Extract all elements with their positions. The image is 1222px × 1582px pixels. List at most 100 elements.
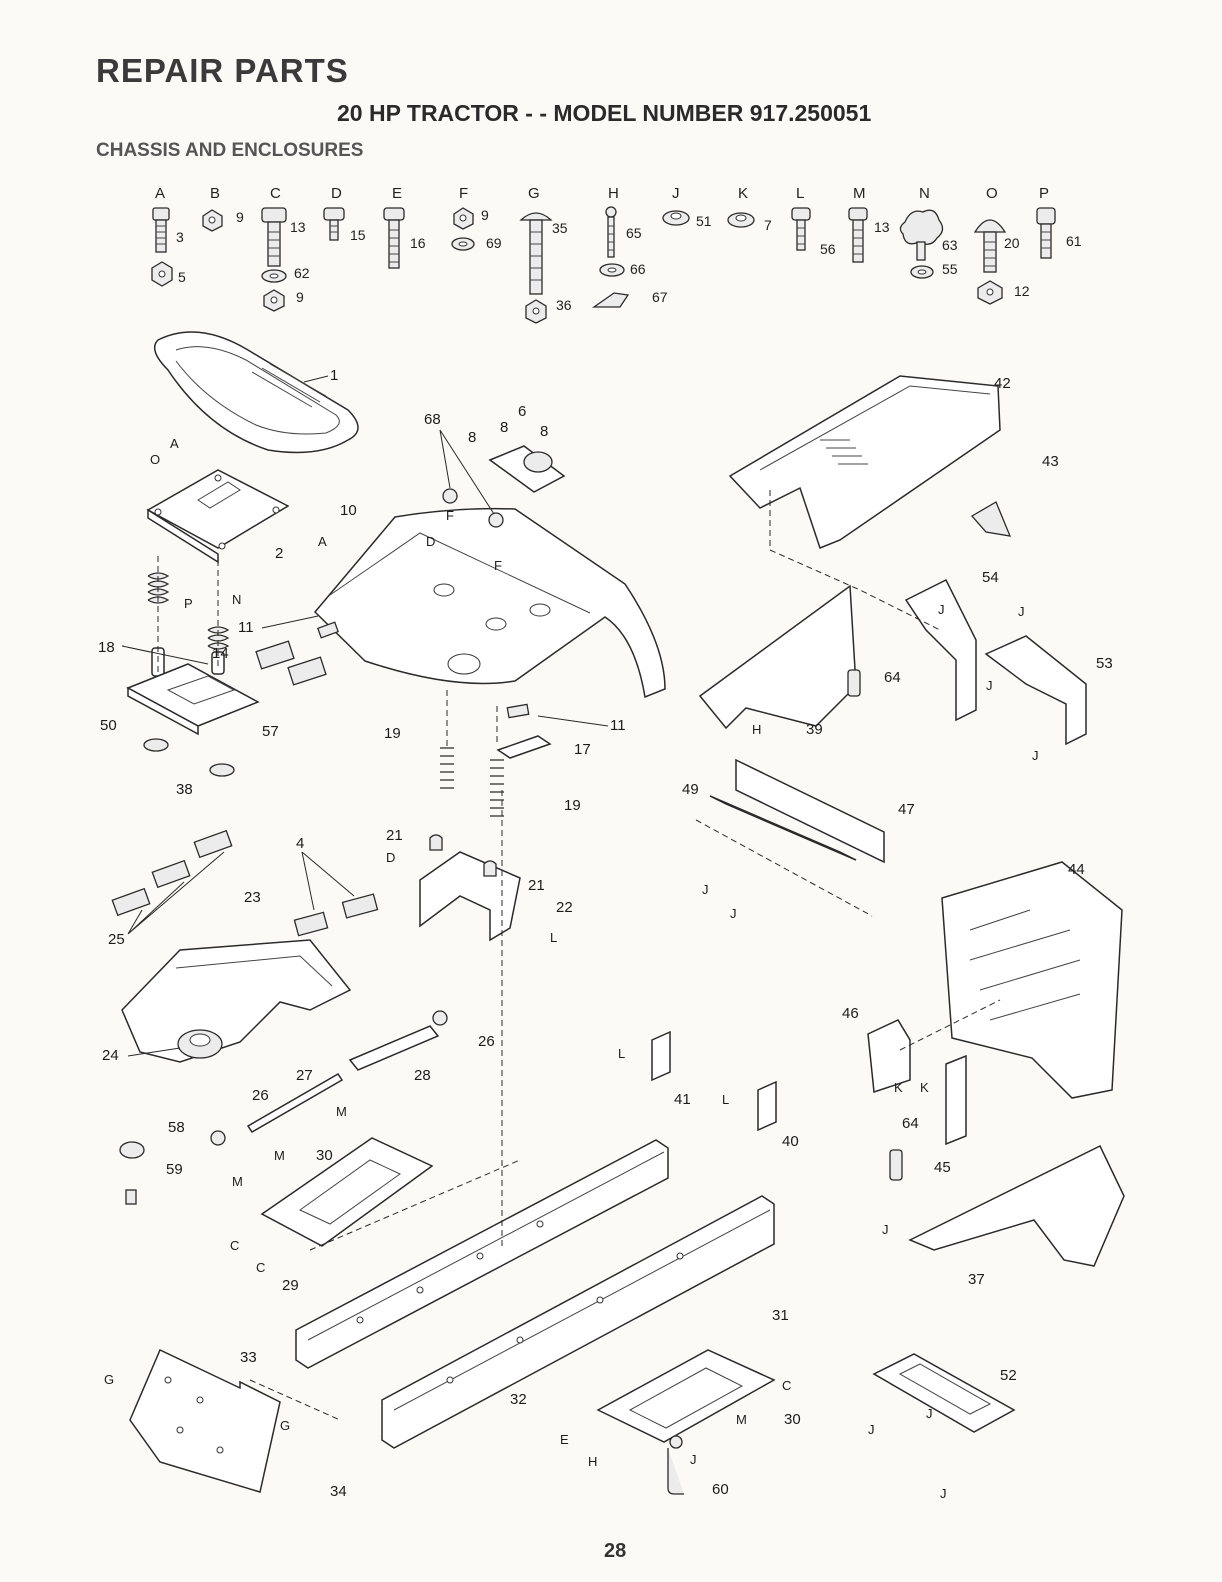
hardware-part-13-m: 13 <box>874 219 890 235</box>
spacer-64-upper <box>847 669 861 697</box>
ref-l-41: L <box>618 1046 625 1061</box>
hardware-part-35: 35 <box>552 220 568 236</box>
hood <box>728 375 1001 549</box>
hardware-part-61: 61 <box>1066 233 1082 249</box>
hardware-letter-h: H <box>608 185 619 202</box>
hardware-bolt-h <box>591 206 630 308</box>
hardware-part-9-b: 9 <box>236 209 244 225</box>
hardware-part-3: 3 <box>176 229 184 245</box>
hardware-part-66: 66 <box>630 261 646 277</box>
seat-pan <box>146 469 290 564</box>
ref-a-seat-right: A <box>318 534 327 549</box>
hardware-part-67: 67 <box>652 289 668 305</box>
ref-g-left: G <box>104 1372 114 1387</box>
hardware-bolt-a <box>151 207 173 287</box>
front-crossmember <box>260 1137 434 1247</box>
callout-8-mid: 8 <box>500 419 508 436</box>
trim-pads <box>255 640 327 686</box>
hood-decal <box>970 501 1012 537</box>
ref-m-front-top: M <box>336 1104 347 1119</box>
hardware-letter-f: F <box>459 185 468 202</box>
spacer-64-lower <box>889 1149 903 1181</box>
ref-j-54-left: J <box>868 1422 875 1437</box>
hardware-bolt-m <box>848 207 868 263</box>
hardware-letter-k: K <box>738 185 748 202</box>
ref-j-52-top: J <box>1018 604 1025 619</box>
hardware-bolt-g <box>519 212 553 324</box>
rear-crossmember <box>596 1349 776 1443</box>
hardware-letter-c: C <box>270 185 281 202</box>
hardware-part-9-f: 9 <box>481 207 489 223</box>
ref-c-rear-lower: H <box>588 1454 597 1469</box>
hardware-letter-o: O <box>986 185 998 202</box>
callout-2: 2 <box>275 545 283 562</box>
callout-8-right: 8 <box>540 423 548 440</box>
ref-c-front-lower: C <box>256 1260 265 1275</box>
callout-19-right: 19 <box>564 797 581 814</box>
ref-a-seat-top: A <box>170 436 179 451</box>
callout-50: 50 <box>100 717 117 734</box>
page-title: REPAIR PARTS <box>96 52 349 89</box>
callout-40: 40 <box>782 1133 799 1150</box>
ref-j-rest-left: J <box>702 882 709 897</box>
front-plate <box>129 1348 281 1493</box>
grille-bracket-46 <box>867 1019 911 1094</box>
callout-49: 49 <box>682 781 699 798</box>
fuel-hoses <box>210 1010 448 1146</box>
seat-bushings <box>143 738 235 777</box>
seat-adjust-plate <box>126 663 260 736</box>
callout-45: 45 <box>934 1159 951 1176</box>
hardware-part-15: 15 <box>350 227 366 243</box>
ref-k-right: K <box>920 1080 929 1095</box>
front-grille <box>941 861 1123 1099</box>
ref-c-front-upper: C <box>230 1238 239 1253</box>
ref-j-53: J <box>938 602 945 617</box>
hood-rest <box>709 758 885 864</box>
hardware-part-62: 62 <box>294 265 310 281</box>
hardware-letter-e: E <box>392 185 402 202</box>
hardware-screw-l <box>791 207 811 251</box>
callout-37: 37 <box>968 1271 985 1288</box>
hardware-letter-j: J <box>672 185 680 202</box>
fuel-tank <box>121 939 352 1063</box>
ref-k-left: K <box>894 1080 903 1095</box>
callout-32: 32 <box>510 1391 527 1408</box>
model-subtitle: 20 HP TRACTOR - - MODEL NUMBER 917.25005… <box>337 100 872 126</box>
callout-34: 34 <box>330 1483 347 1500</box>
ref-p-seat: P <box>184 596 193 611</box>
seat <box>153 331 359 454</box>
callout-42: 42 <box>994 375 1011 392</box>
callout-10: 10 <box>340 502 357 519</box>
hardware-screw-p <box>1036 207 1056 259</box>
callout-28: 28 <box>414 1067 431 1084</box>
ref-o-seat: O <box>150 452 160 467</box>
hardware-part-20: 20 <box>1004 235 1020 251</box>
hardware-letter-l: L <box>796 185 804 202</box>
frame-rail-right <box>381 1195 775 1449</box>
ref-l-bracket: L <box>550 930 557 945</box>
callout-26-right: 26 <box>478 1033 495 1050</box>
assembly-guides <box>249 490 1001 1421</box>
callout-26-left: 26 <box>252 1087 269 1104</box>
callout-33: 33 <box>240 1349 257 1366</box>
grille-bracket-45 <box>945 1054 967 1146</box>
ref-n-seat: N <box>232 592 241 607</box>
hardware-part-5: 5 <box>178 269 186 285</box>
ref-j-52-low: J <box>1032 748 1039 763</box>
hood-bracket-53 <box>904 578 977 722</box>
callout-64-upper: 64 <box>884 669 901 686</box>
hardware-letter-m: M <box>853 185 866 202</box>
hardware-letter-n: N <box>919 185 930 202</box>
callout-29: 29 <box>282 1277 299 1294</box>
hood-bracket-52 <box>984 635 1087 746</box>
ref-f-dash-top: F <box>446 508 454 523</box>
callout-22: 22 <box>556 899 573 916</box>
hardware-nut-b <box>202 209 223 232</box>
hardware-part-13-c: 13 <box>290 219 306 235</box>
hardware-part-7: 7 <box>764 217 772 233</box>
hardware-part-65: 65 <box>626 225 642 241</box>
callout-47: 47 <box>898 801 915 818</box>
foot-pads <box>111 829 379 937</box>
ref-m-front-mid: M <box>274 1148 285 1163</box>
hardware-letter-b: B <box>210 185 220 202</box>
